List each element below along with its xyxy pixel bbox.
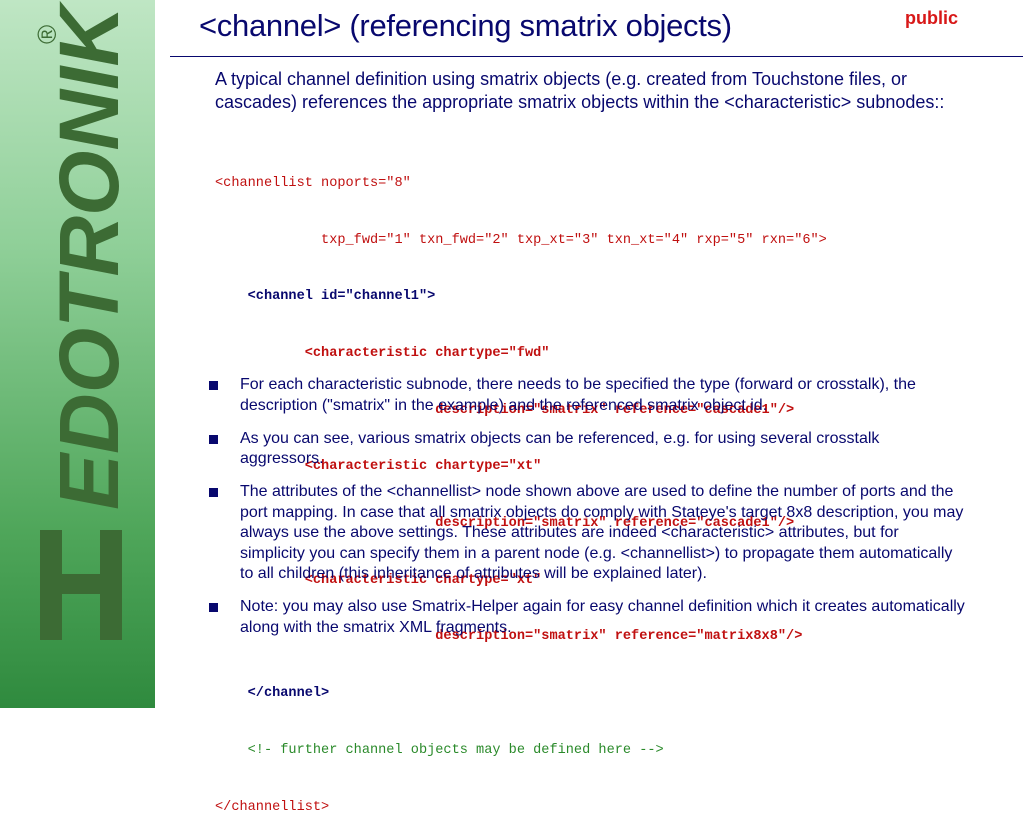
title-divider (170, 56, 1023, 57)
list-item-text: For each characteristic subnode, there n… (240, 376, 916, 414)
square-bullet-icon (209, 603, 218, 612)
code-line: <characteristic chartype="xt" (215, 572, 542, 588)
square-bullet-icon (209, 488, 218, 497)
code-line: description="smatrix" reference="cascade… (215, 516, 795, 532)
logo-registered-mark: ® (32, 25, 62, 44)
list-item-text: As you can see, various smatrix objects … (240, 429, 880, 468)
intro-paragraph: A typical channel definition using smatr… (215, 69, 945, 112)
code-line: txp_fwd="1" txn_fwd="2" txp_xt="3" txn_x… (215, 232, 827, 248)
code-line: <channellist noports="8" (215, 175, 411, 191)
public-label: public (905, 8, 958, 28)
list-item: The attributes of the <channellist> node… (207, 482, 967, 585)
code-line: description="smatrix" reference="cascade… (215, 402, 795, 418)
code-line: <channel id="channel1"> (215, 289, 436, 305)
logo-mark-icon (40, 530, 122, 640)
bullet-list: For each characteristic subnode, there n… (207, 375, 967, 651)
square-bullet-icon (209, 434, 218, 444)
code-line: <!- further channel objects may be defin… (215, 742, 664, 758)
code-line: description="smatrix" reference="matrix8… (215, 629, 803, 645)
edotronik-logo: EDOTRONIK ® (32, 1, 136, 640)
list-item: As you can see, various smatrix objects … (207, 429, 967, 470)
code-line: </channel> (215, 686, 330, 702)
code-block: <channellist noports="8" txp_fwd="1" txn… (215, 137, 1005, 836)
page-title: <channel> (referencing smatrix objects) (199, 8, 732, 43)
list-item: For each characteristic subnode, there n… (207, 375, 967, 416)
code-line: <characteristic chartype="fwd" (215, 345, 550, 361)
code-line: <characteristic chartype="xt" (215, 459, 542, 475)
list-item-text: Note: you may also use Smatrix-Helper ag… (240, 598, 965, 636)
list-item-text: The attributes of the <channellist> node… (240, 483, 964, 582)
list-item: Note: you may also use Smatrix-Helper ag… (207, 597, 967, 638)
sidebar: EDOTRONIK ® (0, 0, 155, 708)
logo-wordmark: EDOTRONIK (42, 1, 136, 510)
code-line: </channellist> (215, 799, 330, 815)
square-bullet-icon (209, 381, 218, 390)
